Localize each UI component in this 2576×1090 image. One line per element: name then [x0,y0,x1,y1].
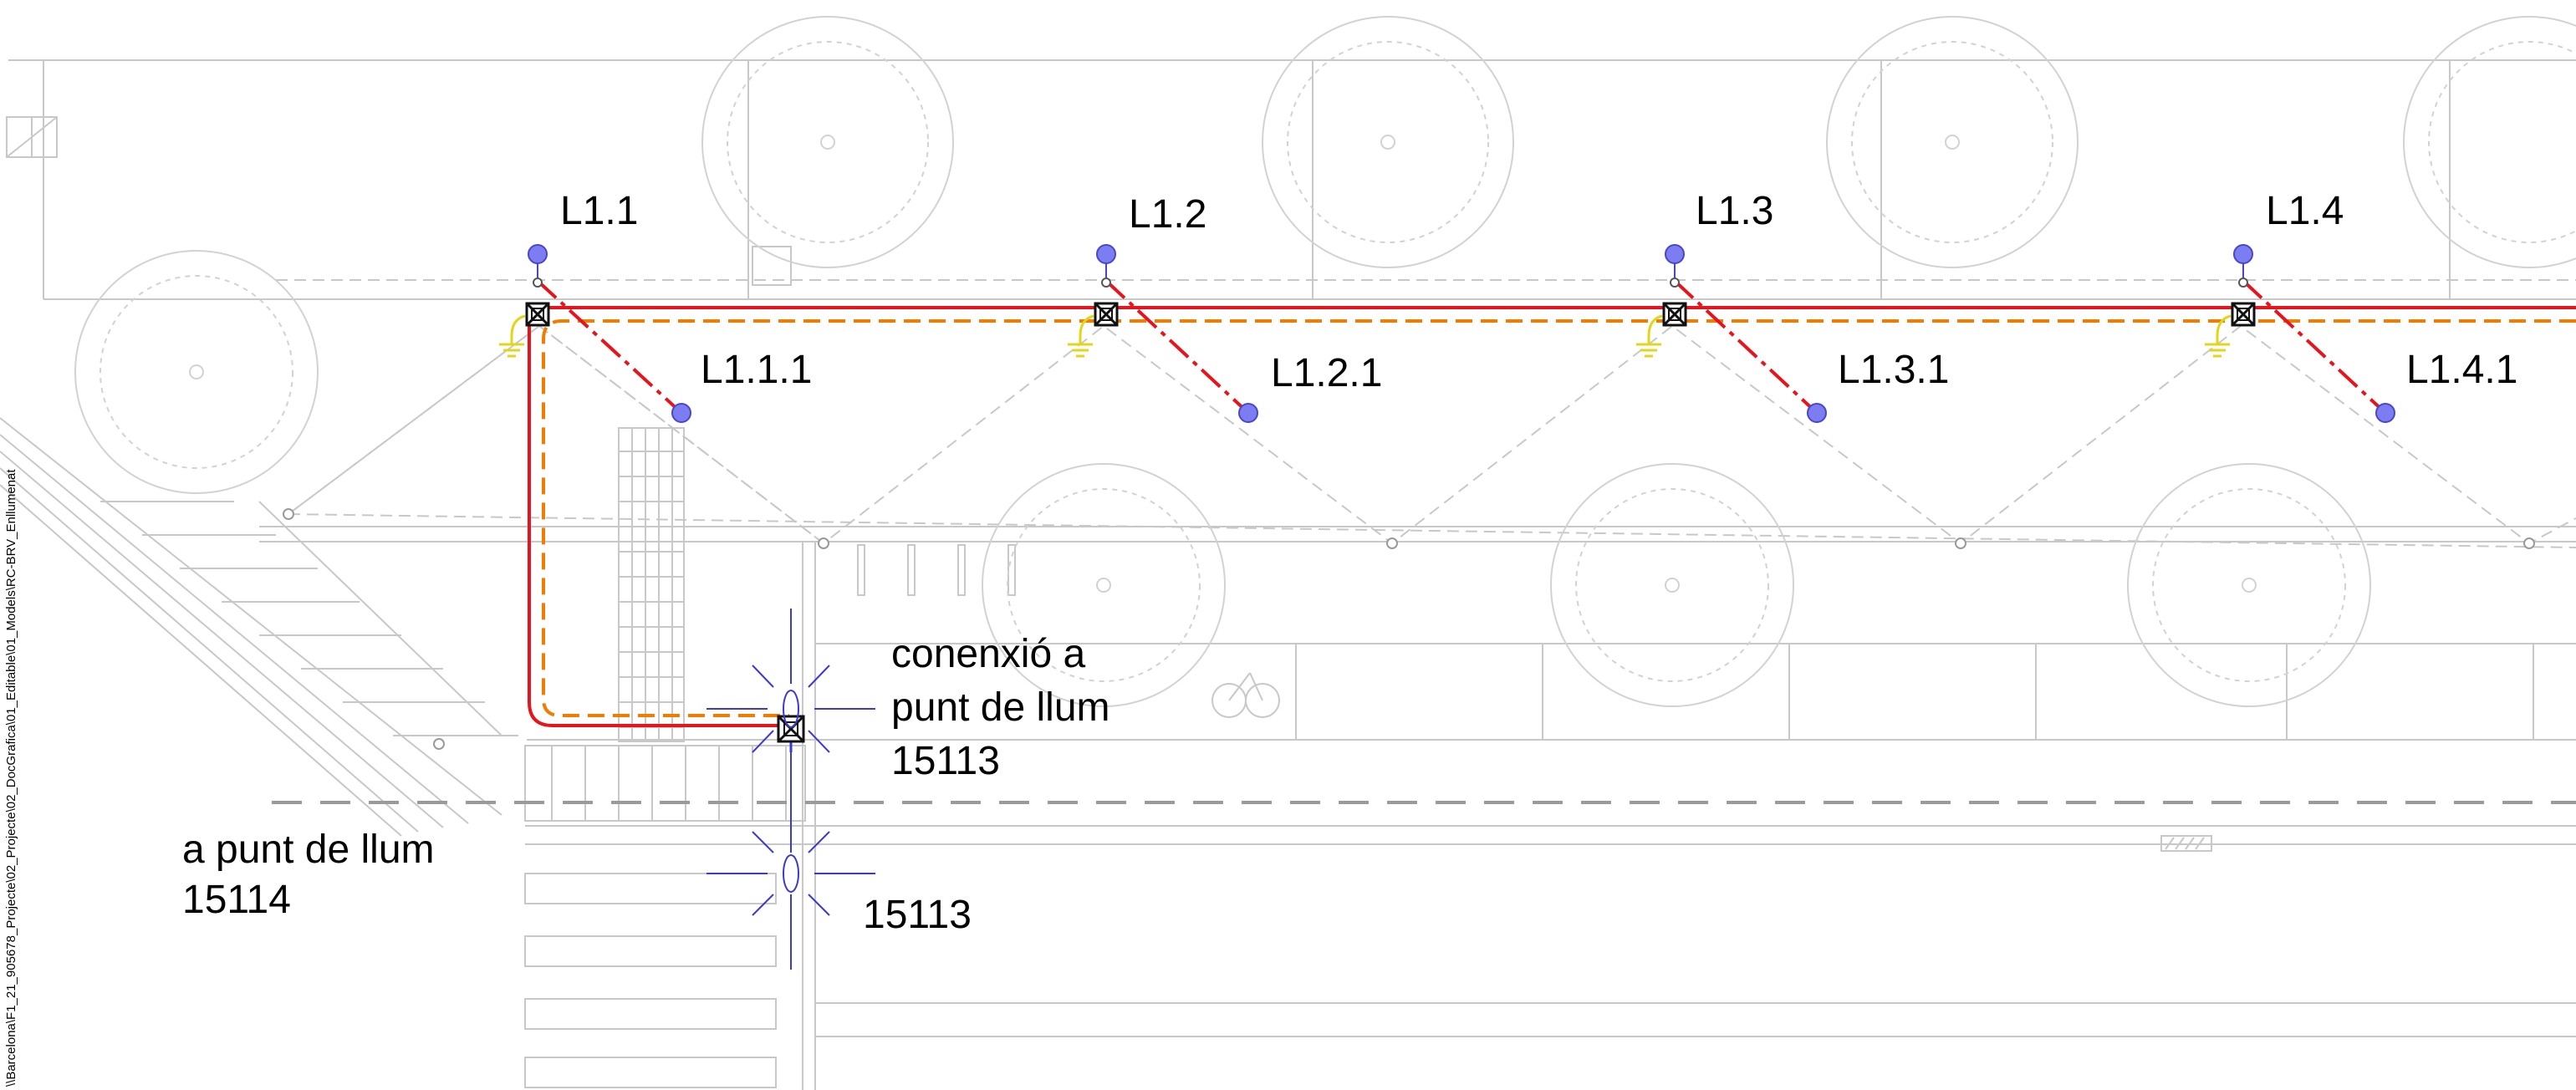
light-distribution-lines [276,279,2576,548]
connection-note-line-2: punt de llum [891,685,1110,730]
tree-3 [1826,16,2079,268]
junction-box [1662,302,1687,327]
connection-note-line-3: 15113 [891,739,1000,783]
junction-box [1094,302,1119,327]
tree-5 [74,250,319,494]
connection-junction-box [777,715,805,743]
earth-symbol [499,314,526,358]
luminaire-base [1101,278,1111,288]
luminaire-axis [2242,279,2387,415]
luminaire-axis [536,279,683,415]
existing-light-number: 15113 [863,893,972,937]
luminaire-group-L1-1: L1.1 L1.1.1 [499,189,812,423]
tree-2 [1262,16,1514,268]
existing-streetlight-bottom [706,802,875,970]
secondary-luminaire [1807,403,1827,423]
luminaire-group-L1-3: L1.3 L1.3.1 [1636,189,1949,423]
secondary-luminaire [1238,403,1258,423]
luminaire-base [2238,278,2248,288]
grid-nodes [283,508,2535,750]
luminaire-base [533,278,543,288]
secondary-luminaire-label: L1.3.1 [1838,348,1949,392]
secondary-luminaire-label: L1.2.1 [1271,351,1382,395]
main-cable [528,306,2576,727]
junction-box [2231,302,2256,327]
luminaire-axis [1104,279,1250,415]
luminaire-head [2233,244,2253,264]
luminaire-label: L1.4 [2266,189,2344,233]
to-light-note-line-1: a punt de llum [182,828,435,872]
tree-6 [982,463,1226,707]
junction-box [525,302,550,327]
connection-note-line-1: conenxió a [891,632,1085,676]
tree-4 [2403,16,2576,268]
background-linework [0,59,2576,1090]
connection-note: conenxió a punt de llum 15113 [891,632,1110,783]
luminaire-label: L1.1 [560,189,638,233]
secondary-luminaire-label: L1.1.1 [701,348,812,392]
existing-streetlight-top [706,609,875,828]
secondary-luminaire [671,403,691,423]
luminaire-group-L1-4: L1.4 L1.4.1 [2205,189,2517,423]
luminaire-group-L1-2: L1.2 L1.2.1 [1068,192,1382,423]
earth-symbol [2205,314,2232,358]
luminaire-head [528,244,548,264]
secondary-luminaire-label: L1.4.1 [2406,348,2517,392]
tree-outlines [74,16,2576,707]
luminaire-head [1096,244,1116,264]
luminaire-base [1670,278,1680,288]
earth-symbol [1636,314,1663,358]
luminaire-axis [1673,279,1819,415]
tree-1 [701,16,954,268]
luminaire-label: L1.2 [1129,192,1206,237]
to-light-note-line-2: 15114 [182,878,291,922]
earth-cable [542,319,2576,717]
tree-7 [1550,463,1794,707]
tree-8 [2127,463,2371,707]
luminaire-head [1665,244,1685,264]
secondary-luminaire [2375,403,2395,423]
to-light-note: a punt de llum 15114 [182,828,435,922]
earth-symbol [1068,314,1094,358]
luminaire-label: L1.3 [1696,189,1773,233]
drawing-file-path: \\Barcelona\F1_21_905678_Projecte\02_Pro… [4,469,18,1087]
